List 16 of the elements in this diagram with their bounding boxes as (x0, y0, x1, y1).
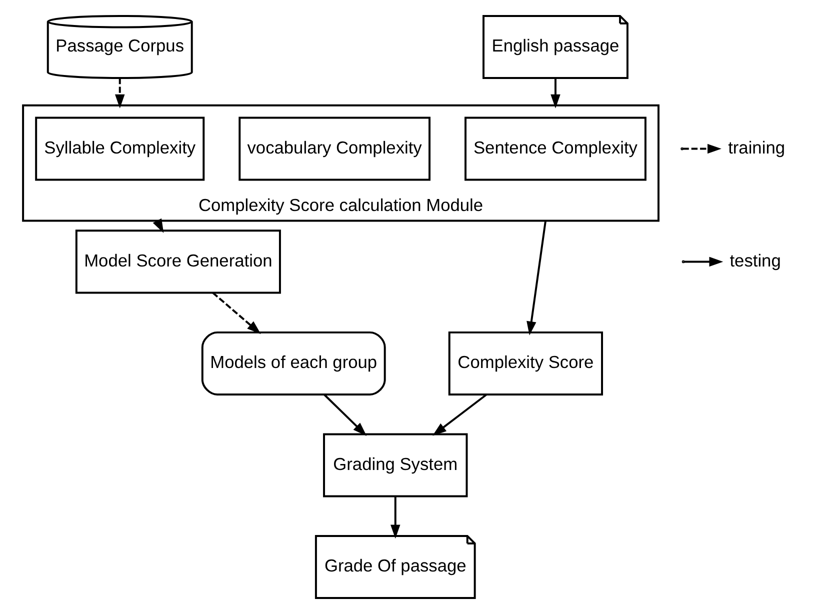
arrow (212, 291, 261, 334)
node-box: Sentence Complexity (464, 116, 646, 180)
node-box: Model Score Generation (75, 229, 281, 294)
node-box: vocabulary Complexity (238, 116, 430, 180)
node-box: Models of each group (201, 330, 386, 395)
arrow (526, 220, 547, 335)
legend-label: training (728, 136, 786, 157)
arrow (550, 78, 560, 108)
node-box: Grading System (323, 432, 468, 497)
node-box: Syllable Complexity (35, 116, 205, 180)
arrow (323, 393, 367, 436)
arrow (114, 78, 125, 108)
legend-label: testing (730, 250, 781, 270)
arrow (390, 496, 400, 538)
arrow (432, 393, 488, 436)
node-box: Complexity Score (448, 330, 604, 395)
